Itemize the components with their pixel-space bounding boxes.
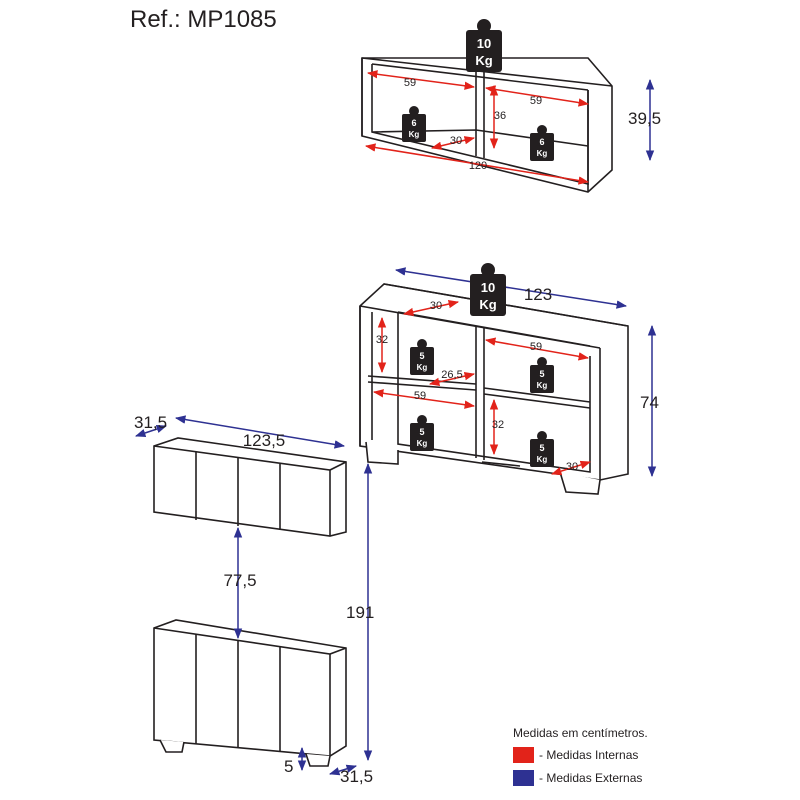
dim-top-total: 120 xyxy=(469,160,487,172)
internal-dimensions xyxy=(364,70,592,476)
dim-mid-depth-top: 30 xyxy=(430,300,442,312)
weight-badge-middle-top-left: 5 Kg xyxy=(410,339,434,375)
dim-mid-width-top-right: 59 xyxy=(530,341,542,353)
dim-foot-height: 5 xyxy=(284,757,293,776)
weight-badge-middle-top: 10 Kg xyxy=(470,263,506,316)
weight-badge-middle-bottom-right: 5 Kg xyxy=(530,431,554,467)
dim-mid-external-height: 74 xyxy=(640,393,659,412)
weight-badge-middle-top-right: 5 Kg xyxy=(530,357,554,393)
dim-mid-height-bottom-right: 32 xyxy=(492,419,504,431)
svg-text:Kg: Kg xyxy=(475,53,492,68)
base-cabinet xyxy=(153,619,347,767)
svg-text:6: 6 xyxy=(411,118,416,128)
svg-text:Kg: Kg xyxy=(417,363,428,372)
weight-badge-top-right: 6 Kg xyxy=(530,125,554,161)
legend-internal-swatch xyxy=(513,747,534,763)
svg-text:10: 10 xyxy=(477,36,491,51)
svg-text:Kg: Kg xyxy=(537,149,548,158)
dim-top-height: 36 xyxy=(494,110,506,122)
svg-text:Kg: Kg xyxy=(417,439,428,448)
dim-total-height: 191 xyxy=(346,603,374,622)
dim-top-depth: 30 xyxy=(450,135,462,147)
weight-badge-top-left: 6 Kg xyxy=(402,106,426,142)
svg-text:5: 5 xyxy=(419,427,424,437)
dim-gap: 77,5 xyxy=(223,571,256,590)
legend: Medidas em centímetros. - Medidas Intern… xyxy=(513,726,648,786)
weight-badge-middle-bottom-left: 5 Kg xyxy=(410,415,434,451)
svg-text:6: 6 xyxy=(539,137,544,147)
legend-internal: - Medidas Internas xyxy=(513,747,648,763)
dim-wall-depth: 31,5 xyxy=(134,413,167,432)
external-dimensions xyxy=(135,78,657,776)
dim-wall-width: 123,5 xyxy=(243,431,286,450)
dim-mid-external-width: 123 xyxy=(524,285,552,304)
svg-text:5: 5 xyxy=(539,369,544,379)
legend-title: Medidas em centímetros. xyxy=(513,726,648,740)
weight-badge-top-shelf: 10 Kg xyxy=(466,19,502,72)
svg-text:Kg: Kg xyxy=(537,381,548,390)
svg-text:Kg: Kg xyxy=(537,455,548,464)
legend-internal-label: - Medidas Internas xyxy=(539,748,639,762)
svg-text:10: 10 xyxy=(481,280,495,295)
dim-mid-depth-middle: 26,5 xyxy=(441,369,462,381)
svg-text:Kg: Kg xyxy=(409,130,420,139)
svg-text:5: 5 xyxy=(539,443,544,453)
dim-mid-height-top-left: 32 xyxy=(376,334,388,346)
dim-mid-depth-bottom-right: 30 xyxy=(566,461,578,473)
dim-top-width-right: 59 xyxy=(530,95,542,107)
svg-text:5: 5 xyxy=(419,351,424,361)
reference-code: Ref.: MP1085 xyxy=(130,6,277,33)
dim-top-external-height: 39,5 xyxy=(628,109,661,128)
legend-external: - Medidas Externas xyxy=(513,770,648,786)
wall-cabinet xyxy=(153,437,347,537)
legend-external-swatch xyxy=(513,770,534,786)
svg-text:Kg: Kg xyxy=(479,297,496,312)
legend-external-label: - Medidas Externas xyxy=(539,771,643,785)
dim-base-depth: 31,5 xyxy=(340,767,373,786)
dim-mid-width-bottom-left: 59 xyxy=(414,390,426,402)
dim-top-width-left: 59 xyxy=(404,77,416,89)
